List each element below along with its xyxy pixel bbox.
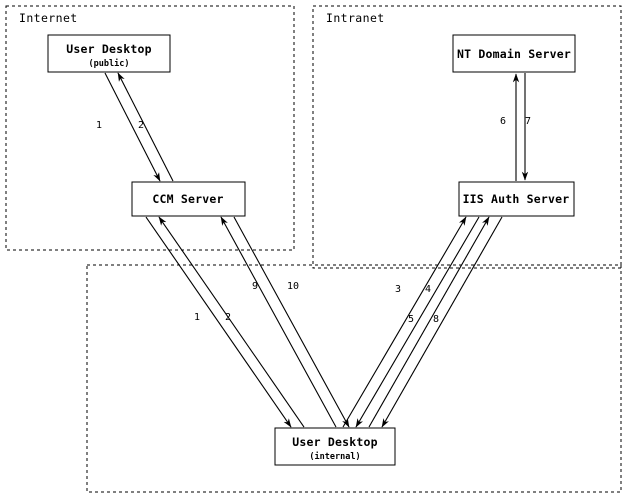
flow-line-step-4 <box>355 216 480 428</box>
node-box-user-desktop-internal[interactable] <box>274 427 396 466</box>
zone-boundaries <box>5 5 622 493</box>
step-label-2b: 2 <box>225 312 231 323</box>
step-label-5: 5 <box>408 314 414 325</box>
step-label-7: 7 <box>525 116 531 127</box>
node-ccm-server[interactable]: CCM Server <box>131 181 246 217</box>
step-label-10: 10 <box>287 281 299 292</box>
node-iis-auth-server[interactable]: IIS Auth Server <box>458 181 575 217</box>
step-labels: 1 2 1 2 3 4 5 6 7 8 9 10 <box>96 116 531 325</box>
connector-internal-iis-outer <box>368 216 503 428</box>
node-label-ccm-server: CCM Server <box>152 192 223 206</box>
connector-iis-ntdomain <box>512 73 529 181</box>
zone-intranet-boundary <box>312 5 622 269</box>
node-box-iis-auth-server[interactable] <box>458 181 575 217</box>
node-sublabel-user-desktop-internal: (internal) <box>309 451 360 462</box>
step-label-3: 3 <box>395 284 401 295</box>
zone-label-intranet: Intranet <box>326 11 385 25</box>
connector-ccm-internal-right <box>220 216 350 428</box>
step-label-2: 2 <box>138 120 144 131</box>
flow-line-step-5 <box>368 216 490 428</box>
node-sublabel-user-desktop-public: (public) <box>89 58 130 69</box>
node-label-nt-domain-server: NT Domain Server <box>457 47 571 61</box>
step-label-1b: 1 <box>194 312 200 323</box>
step-label-6: 6 <box>500 116 506 127</box>
zone-labels: Internet Intranet <box>19 11 385 25</box>
zone-internet-boundary <box>5 5 295 251</box>
connector-ccm-internal-left <box>145 216 305 428</box>
step-label-4: 4 <box>425 284 431 295</box>
flow-line-step-8 <box>381 216 503 428</box>
node-user-desktop-public[interactable]: User Desktop (public) <box>47 34 171 73</box>
node-box-nt-domain-server[interactable] <box>452 34 576 73</box>
flow-line-step-9 <box>220 216 337 428</box>
flow-line-step-2 <box>117 72 174 182</box>
zone-label-internet: Internet <box>19 11 78 25</box>
flow-line-step-10 <box>233 216 350 428</box>
node-nt-domain-server[interactable]: NT Domain Server <box>452 34 576 73</box>
node-label-iis-auth-server: IIS Auth Server <box>463 192 570 206</box>
step-label-9: 9 <box>252 281 258 292</box>
flow-line-step-3 <box>342 216 467 428</box>
node-box-user-desktop-public[interactable] <box>47 34 171 73</box>
node-user-desktop-internal[interactable]: User Desktop (internal) <box>274 427 396 466</box>
step-label-8: 8 <box>433 314 439 325</box>
flow-line-step-2b <box>158 216 305 428</box>
connector-public-ccm <box>104 72 174 182</box>
step-label-1: 1 <box>96 120 102 131</box>
node-box-ccm-server[interactable] <box>131 181 246 217</box>
node-label-user-desktop-public: User Desktop <box>66 42 151 56</box>
zone-lower-boundary <box>86 264 622 493</box>
node-label-user-desktop-internal: User Desktop <box>292 435 377 449</box>
connector-internal-iis-inner <box>342 216 480 428</box>
flow-line-step-1 <box>104 72 161 182</box>
flow-line-step-1b <box>145 216 292 428</box>
